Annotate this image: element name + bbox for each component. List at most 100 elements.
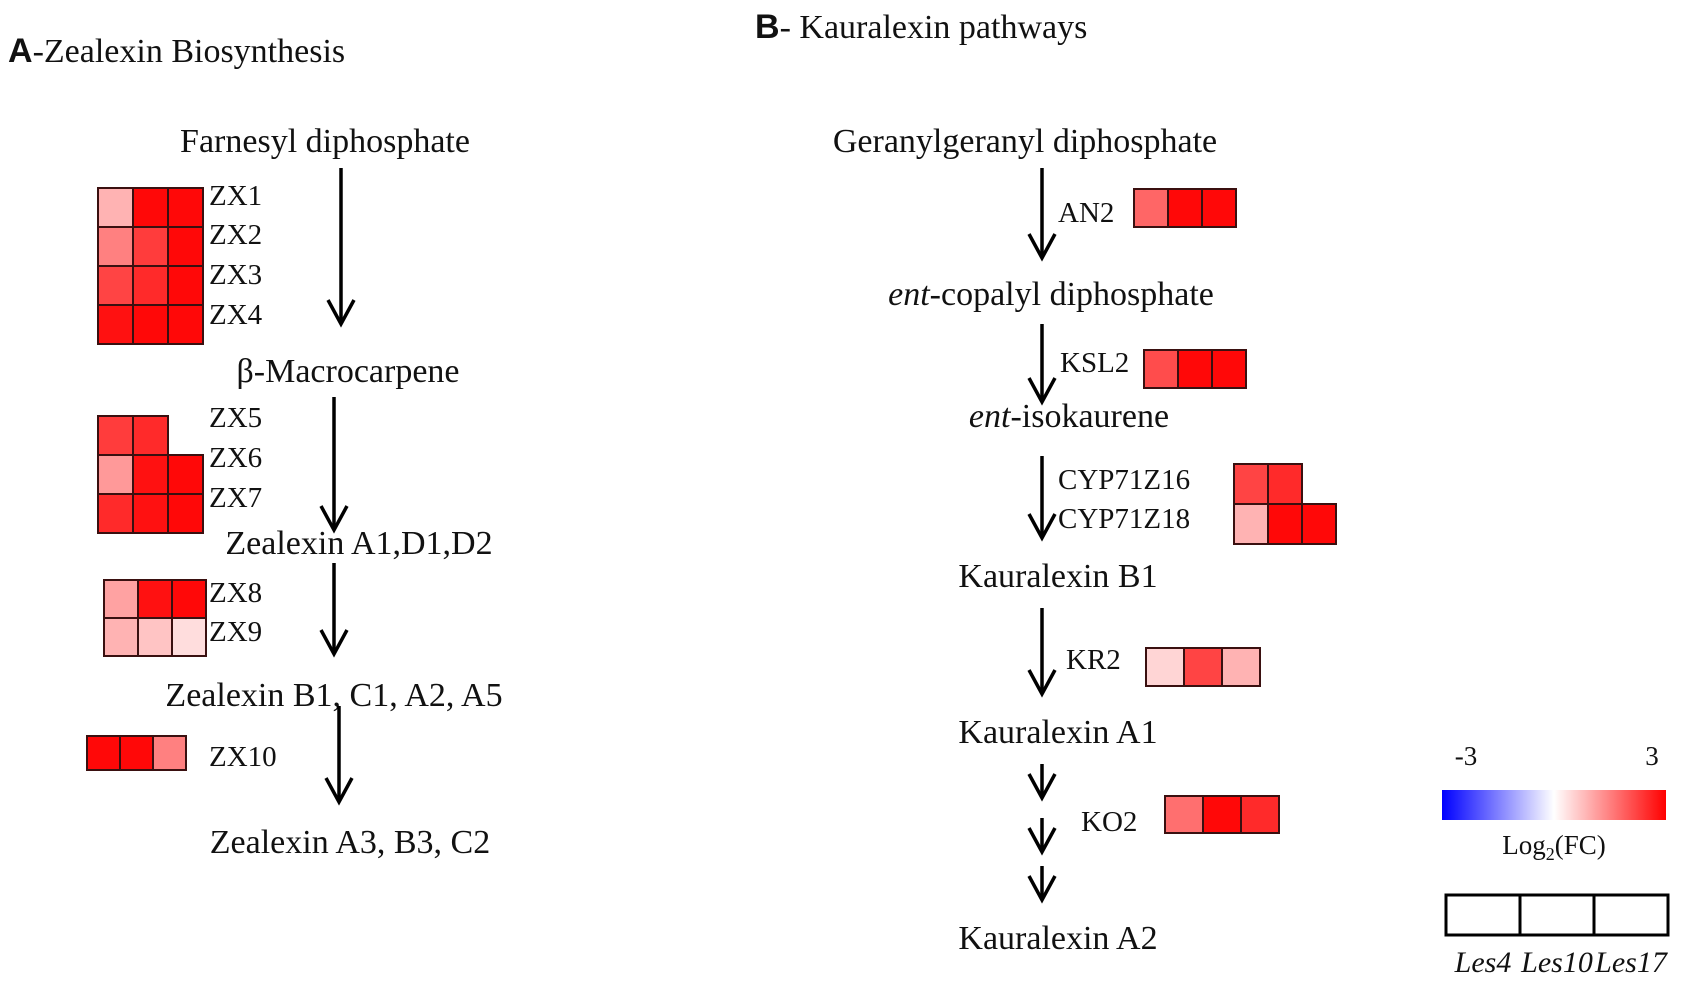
heatmap-cell-zx9-les10 xyxy=(137,617,173,657)
heatmap-cell-zx8-les10 xyxy=(137,579,173,619)
heatmap-cell-zx1-les17 xyxy=(167,187,204,228)
gene-label-zx3: ZX3 xyxy=(209,259,262,291)
metabolite-geranylgeranyl-diphosphate: Geranylgeranyl diphosphate xyxy=(833,123,1217,160)
heatmap-cell-cyp71z18-les4 xyxy=(1233,503,1269,545)
arrow-b5c xyxy=(1027,866,1057,904)
column-key: Les4 Les10 Les17 xyxy=(1444,893,1670,979)
heatmap-cell-an2-les4 xyxy=(1133,188,1169,228)
heatmap-cell-zx10-les17 xyxy=(152,735,187,771)
gene-label-cyp71z16: CYP71Z16 xyxy=(1058,464,1190,496)
metabolite-kauralexin-b1: Kauralexin B1 xyxy=(958,558,1157,595)
metabolite-kauralexin-a1: Kauralexin A1 xyxy=(958,714,1157,751)
heatmap-cell-zx3-les4 xyxy=(97,265,134,306)
heatmap-cell-zx3-les10 xyxy=(132,265,169,306)
legend-axis-label: Log2(FC) xyxy=(1502,830,1606,864)
heatmap-cell-cyp71z16-les10 xyxy=(1267,463,1303,505)
arrow-a4 xyxy=(324,706,354,806)
heatmap-cell-zx1-les10 xyxy=(132,187,169,228)
heatmap-cell-zx10-les10 xyxy=(119,735,154,771)
heatmap-cell-ko2-les10 xyxy=(1202,795,1242,834)
gene-label-an2: AN2 xyxy=(1058,197,1114,229)
arrow-b3 xyxy=(1027,456,1057,542)
metabolite-zealexin-b1-c1-a2-a5: Zealexin B1, C1, A2, A5 xyxy=(165,677,502,714)
panel-b-letter: B xyxy=(755,8,780,46)
gene-label-ko2: KO2 xyxy=(1081,806,1137,838)
heatmap-cell-ksl2-les10 xyxy=(1177,349,1213,389)
iso-name: -isokaurene xyxy=(1010,398,1169,435)
heatmap-cell-zx6-les17 xyxy=(167,454,204,495)
legend-min-label: -3 xyxy=(1455,741,1478,771)
arrow-b1 xyxy=(1027,168,1057,262)
panel-a-title-text: -Zealexin Biosynthesis xyxy=(33,33,346,70)
heatmap-cell-zx8-les4 xyxy=(103,579,139,619)
column-key-les4: Les4 xyxy=(1454,946,1512,979)
gene-label-ksl2: KSL2 xyxy=(1060,347,1129,379)
color-legend: -3 3 Log2(FC) xyxy=(1442,741,1666,864)
heatmap-cell-an2-les17 xyxy=(1201,188,1237,228)
heatmap-cell-zx6-les4 xyxy=(97,454,134,495)
gene-label-zx1: ZX1 xyxy=(209,180,262,212)
arrow-a2 xyxy=(319,397,349,534)
heatmap-cell-kr2-les10 xyxy=(1183,647,1223,687)
arrow-b4 xyxy=(1027,608,1057,698)
heatmap-cell-zx2-les10 xyxy=(132,226,169,267)
heatmap-cell-zx1-les4 xyxy=(97,187,134,228)
heatmap-cell-zx9-les4 xyxy=(103,617,139,657)
heatmap-cell-kr2-les17 xyxy=(1221,647,1261,687)
arrow-b5b xyxy=(1027,818,1057,856)
heatmap-cell-cyp71z16-les4 xyxy=(1233,463,1269,505)
heatmap-cell-zx4-les10 xyxy=(132,304,169,345)
heatmap-cell-zx7-les4 xyxy=(97,493,134,534)
panel-a-title: A-Zealexin Biosynthesis xyxy=(8,32,345,70)
legend-label-tail: (FC) xyxy=(1555,830,1606,860)
column-key-les10: Les10 xyxy=(1520,946,1593,979)
heatmap-cell-ko2-les4 xyxy=(1164,795,1204,834)
cpp-name: -copalyl diphosphate xyxy=(930,276,1214,313)
gene-label-kr2: KR2 xyxy=(1066,644,1121,676)
gene-label-zx7: ZX7 xyxy=(209,482,262,514)
arrow-a3 xyxy=(319,563,349,658)
ent-prefix-iso: ent xyxy=(969,398,1012,435)
heatmap-cells xyxy=(86,187,1337,834)
legend-label-main: Log xyxy=(1502,830,1546,860)
heatmap-cell-zx6-les10 xyxy=(132,454,169,495)
gene-label-zx4: ZX4 xyxy=(209,299,263,331)
legend-color-bar xyxy=(1442,790,1666,820)
panel-b-title-text: - Kauralexin pathways xyxy=(780,9,1088,46)
metabolite-zealexin-a3-b3-c2: Zealexin A3, B3, C2 xyxy=(210,824,490,861)
gene-label-zx2: ZX2 xyxy=(209,219,262,251)
gene-label-zx6: ZX6 xyxy=(209,442,262,474)
panel-a-letter: A xyxy=(8,32,33,70)
heatmap-cell-zx2-les4 xyxy=(97,226,134,267)
heatmap-cell-zx5-les4 xyxy=(97,415,134,456)
legend-max-label: 3 xyxy=(1645,741,1659,771)
heatmap-cell-cyp71z18-les17 xyxy=(1301,503,1337,545)
metabolite-farnesyl-diphosphate: Farnesyl diphosphate xyxy=(180,123,470,160)
heatmap-cell-zx10-les4 xyxy=(86,735,121,771)
gene-label-zx10: ZX10 xyxy=(209,741,277,773)
heatmap-cell-ksl2-les17 xyxy=(1211,349,1247,389)
heatmap-cell-zx9-les17 xyxy=(171,617,207,657)
arrow-b5a xyxy=(1027,764,1057,802)
metabolite-beta-macrocarpene: β-Macrocarpene xyxy=(236,353,459,390)
gene-label-zx9: ZX9 xyxy=(209,616,262,648)
heatmap-cell-zx2-les17 xyxy=(167,226,204,267)
heatmap-cell-ksl2-les4 xyxy=(1143,349,1179,389)
metabolite-zealexin-a1-d1-d2: Zealexin A1,D1,D2 xyxy=(225,525,492,562)
metabolite-ent-copalyl-diphosphate: ent-copalyl diphosphate xyxy=(888,276,1214,313)
gene-label-cyp71z18: CYP71Z18 xyxy=(1058,503,1190,535)
arrow-a1 xyxy=(326,168,356,328)
heatmap-cell-an2-les10 xyxy=(1167,188,1203,228)
legend-label-sub: 2 xyxy=(1546,844,1555,864)
panel-b-title: B- Kauralexin pathways xyxy=(755,8,1087,46)
heatmap-cell-kr2-les4 xyxy=(1145,647,1185,687)
heatmap-cell-zx3-les17 xyxy=(167,265,204,306)
column-key-box xyxy=(1444,893,1670,937)
gene-label-zx5: ZX5 xyxy=(209,402,262,434)
heatmap-cell-ko2-les17 xyxy=(1240,795,1280,834)
metabolite-ent-isokaurene: ent-isokaurene xyxy=(969,398,1169,435)
heatmap-cell-zx7-les10 xyxy=(132,493,169,534)
arrow-b2 xyxy=(1027,324,1057,406)
